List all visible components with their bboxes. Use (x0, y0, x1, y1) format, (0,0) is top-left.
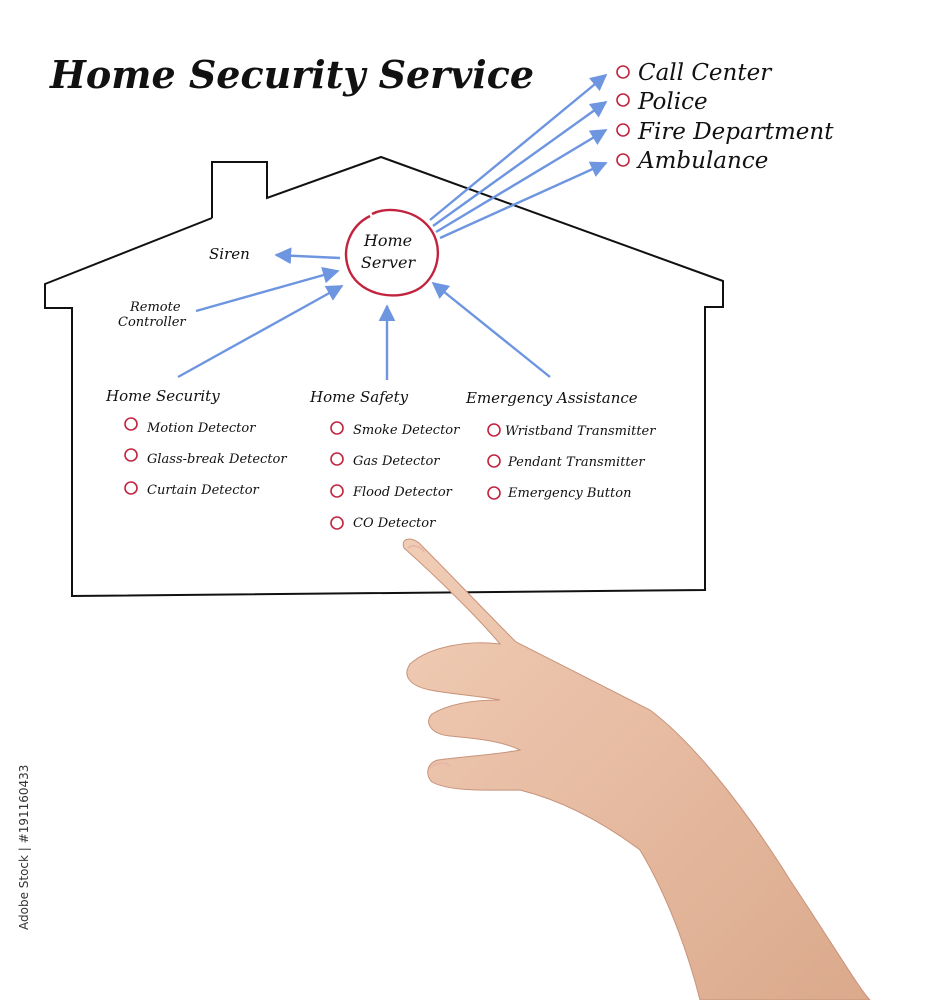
item-smoke-detector: Smoke Detector (353, 423, 460, 438)
home-server-node: Home Server (346, 210, 438, 295)
item-motion-detector: Motion Detector (146, 421, 256, 436)
item-curtain-detector: Curtain Detector (147, 483, 260, 498)
bullet-icon (331, 485, 343, 497)
bullet-icon (488, 424, 500, 436)
item-glass-break-detector: Glass-break Detector (147, 452, 287, 467)
bullet-icon (331, 517, 343, 529)
bullet-icon (617, 66, 629, 78)
group-header-home-security: Home Security (105, 387, 220, 405)
bullet-icon (488, 487, 500, 499)
siren-label: Siren (209, 245, 250, 263)
bullet-icon (125, 418, 137, 430)
item-co-detector: CO Detector (353, 516, 436, 531)
arrow-from-remote-controller (196, 271, 338, 311)
home-server-label-line2: Server (361, 253, 417, 272)
destinations-list: Call Center Police Fire Department Ambul… (617, 60, 834, 174)
diagram-title: Home Security Service (49, 52, 534, 97)
item-wristband-transmitter: Wristband Transmitter (505, 424, 656, 439)
bullet-icon (617, 154, 629, 166)
bullet-icon (617, 94, 629, 106)
bullet-icon (488, 455, 500, 467)
home-server-label-line1: Home (363, 231, 412, 250)
bullet-icon (331, 453, 343, 465)
bullet-icon (617, 124, 629, 136)
arrow-from-home-security (178, 286, 342, 377)
arrow-to-ambulance (440, 163, 606, 238)
remote-controller-label-line1: Remote (129, 300, 181, 315)
destination-fire-department: Fire Department (637, 119, 834, 145)
destination-police: Police (637, 89, 708, 115)
group-header-home-safety: Home Safety (309, 388, 409, 406)
group-home-safety: Home Safety Smoke Detector Gas Detector … (309, 388, 460, 531)
pointing-hand-image (403, 539, 870, 1000)
destination-call-center: Call Center (638, 60, 773, 86)
item-gas-detector: Gas Detector (353, 454, 440, 469)
item-pendant-transmitter: Pendant Transmitter (507, 455, 645, 470)
group-emergency-assistance: Emergency Assistance Wristband Transmitt… (465, 389, 656, 501)
arrow-from-emergency-assistance (433, 283, 550, 377)
group-header-emergency-assistance: Emergency Assistance (465, 389, 638, 407)
arrow-to-siren (276, 255, 340, 258)
bullet-icon (331, 422, 343, 434)
group-home-security: Home Security Motion Detector Glass-brea… (105, 387, 287, 498)
item-emergency-button: Emergency Button (507, 486, 631, 501)
remote-controller-label-line2: Controller (118, 315, 186, 330)
destination-ambulance: Ambulance (636, 148, 768, 174)
item-flood-detector: Flood Detector (352, 485, 453, 500)
arrows (178, 75, 606, 380)
bullet-icon (125, 449, 137, 461)
stock-id-text: Adobe Stock | #191160433 (17, 765, 31, 930)
bullet-icon (125, 482, 137, 494)
